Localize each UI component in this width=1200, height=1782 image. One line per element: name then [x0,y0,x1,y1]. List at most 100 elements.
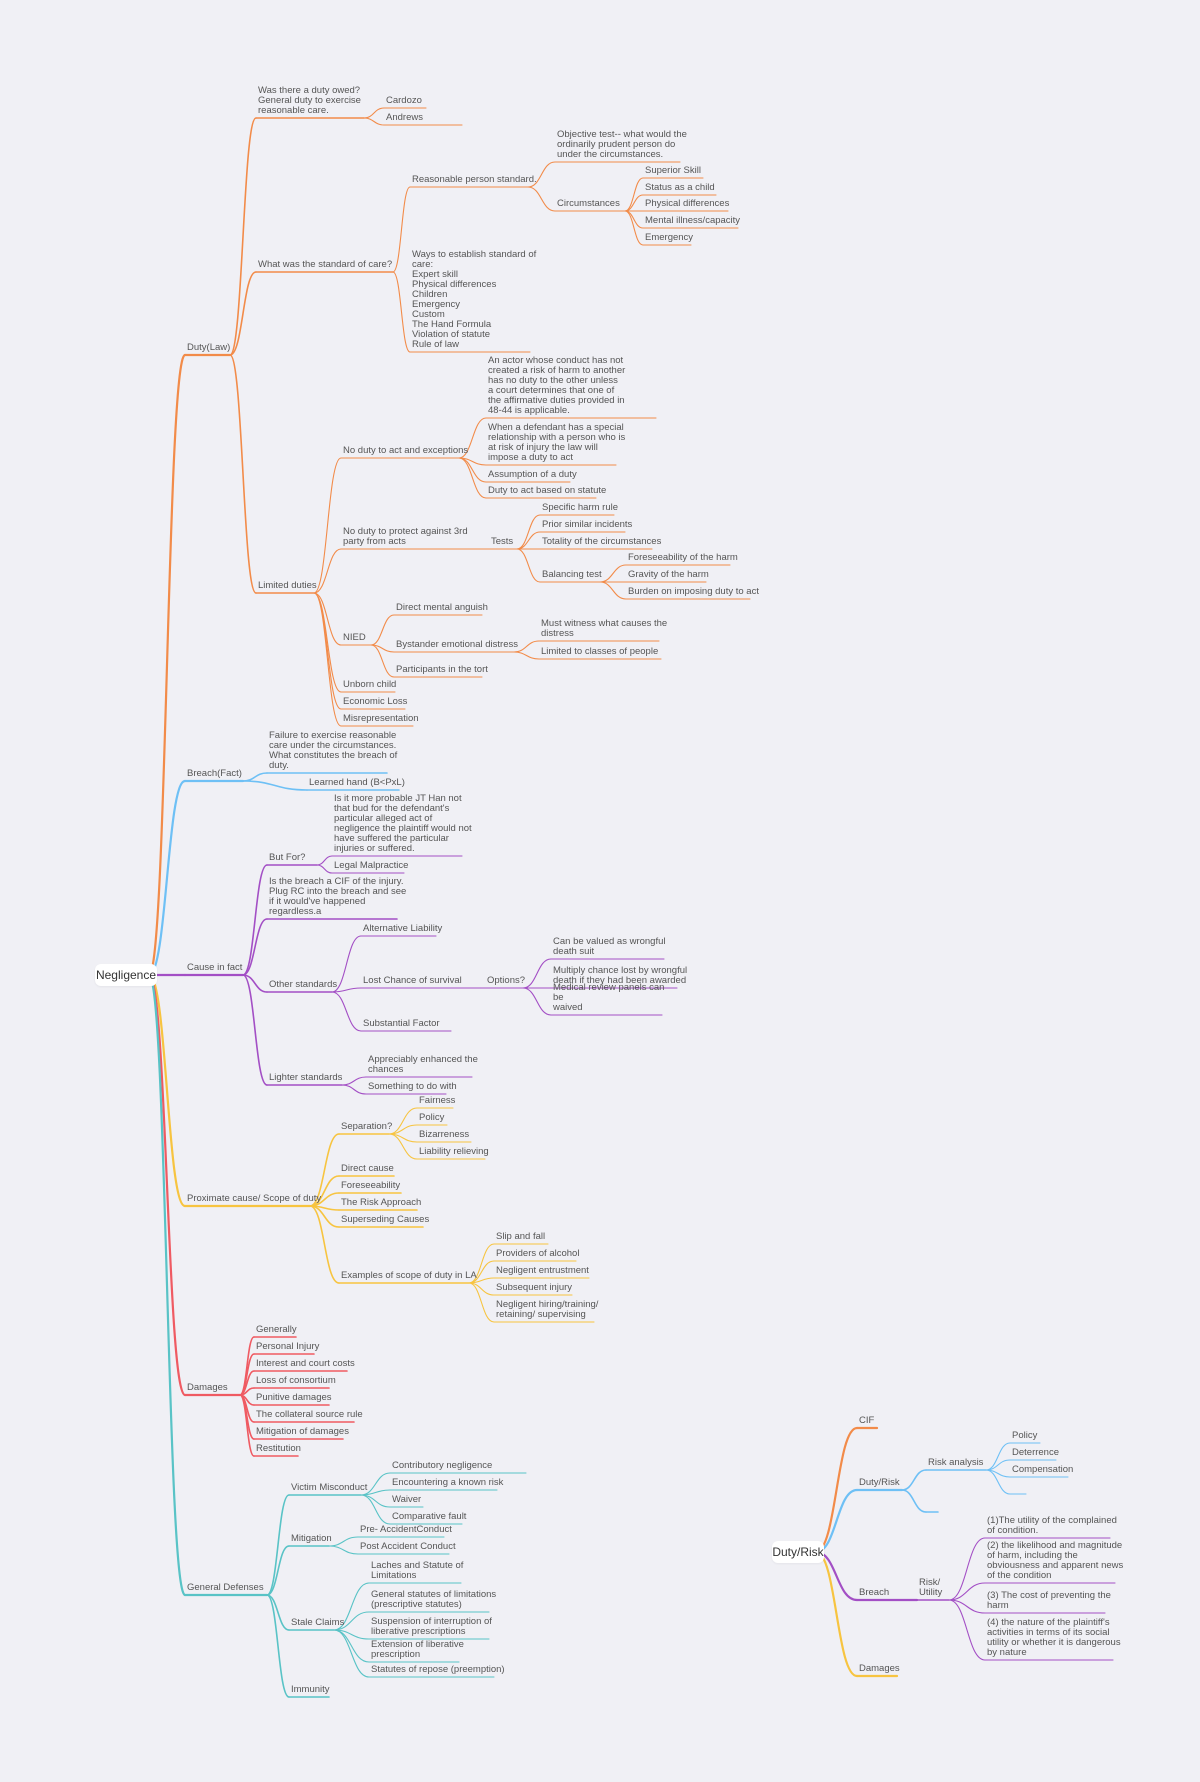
node-comparative-fault[interactable]: Comparative fault [392,1511,467,1522]
node-cif[interactable]: CIF [859,1415,875,1426]
node-general-defenses[interactable]: General Defenses [187,1582,264,1593]
node-an-actor-whose-conduct-has-not-created-a[interactable]: An actor whose conduct has not created a… [488,355,626,416]
node-mitigation-of-damages[interactable]: Mitigation of damages [256,1426,349,1437]
node-extension-of-liberative-prescription[interactable]: Extension of liberative prescription [371,1639,464,1660]
node-legal-malpractice[interactable]: Legal Malpractice [334,860,409,871]
node-assumption-of-a-duty[interactable]: Assumption of a duty [488,469,577,480]
node-waiver[interactable]: Waiver [392,1494,422,1505]
node-victim-misconduct[interactable]: Victim Misconduct [291,1482,368,1493]
node-mitigation[interactable]: Mitigation [291,1533,332,1544]
node-3-the-cost-of-preventing-the-harm[interactable]: (3) The cost of preventing the harm [987,1590,1111,1611]
node-liability-relieving[interactable]: Liability relieving [419,1146,489,1157]
node-no-duty-to-act-and-exceptions[interactable]: No duty to act and exceptions [343,445,469,456]
node-andrews[interactable]: Andrews [386,112,423,123]
node-foreseeability[interactable]: Foreseeability [341,1180,401,1191]
node-negligent-hiring-training-retaining-supe[interactable]: Negligent hiring/training/ retaining/ su… [496,1299,599,1320]
node-direct-mental-anguish[interactable]: Direct mental anguish [396,602,488,613]
node-contributory-negligence[interactable]: Contributory negligence [392,1460,493,1471]
node-can-be-valued-as-wrongful-death-suit[interactable]: Can be valued as wrongful death suit [553,936,666,957]
node-limited-duties[interactable]: Limited duties [258,580,317,591]
node-gravity-of-the-harm[interactable]: Gravity of the harm [628,569,709,580]
root-node-negligence[interactable]: Negligence [95,964,157,986]
node-objective-test-what-would-the-ordinarily[interactable]: Objective test-- what would the ordinari… [557,129,687,160]
node-4-the-nature-of-the-plaintiff-s-activiti[interactable]: (4) the nature of the plaintiff's activi… [987,1617,1121,1658]
node-foreseeability-of-the-harm[interactable]: Foreseeability of the harm [628,552,738,563]
node-encountering-a-known-risk[interactable]: Encountering a known risk [392,1477,504,1488]
node-duty-risk[interactable]: Duty/Risk [859,1477,900,1488]
node-reasonable-person-standard[interactable]: Reasonable person standard. [412,174,537,185]
node-1-the-utility-of-the-complained-of-condi[interactable]: (1)The utility of the complained of cond… [987,1515,1117,1536]
node-bystander-emotional-distress[interactable]: Bystander emotional distress [396,639,518,650]
node-something-to-do-with[interactable]: Something to do with [368,1081,457,1092]
node-interest-and-court-costs[interactable]: Interest and court costs [256,1358,355,1369]
node-duty-to-act-based-on-statute[interactable]: Duty to act based on statute [488,485,607,496]
node-substantial-factor[interactable]: Substantial Factor [363,1018,440,1029]
node-policy[interactable]: Policy [419,1112,445,1123]
node-the-collateral-source-rule[interactable]: The collateral source rule [256,1409,363,1420]
node-deterrence[interactable]: Deterrence [1012,1447,1059,1458]
node-appreciably-enhanced-the-chances[interactable]: Appreciably enhanced the chances [368,1054,478,1075]
node-multiply-chance-lost-by-wrongful-death-i[interactable]: Multiply chance lost by wrongful death i… [553,965,688,986]
node-medical-review-panels-can-be-waived[interactable]: Medical review panels can be waived [553,982,665,1013]
node-immunity[interactable]: Immunity [291,1684,330,1695]
node-is-it-more-probable-jt-han-not-that-bud-[interactable]: Is it more probable JT Han not that bud … [334,793,472,854]
node-compensation[interactable]: Compensation [1012,1464,1074,1475]
node-subsequent-injury[interactable]: Subsequent injury [496,1282,573,1293]
node-misrepresentation[interactable]: Misrepresentation [343,713,419,724]
node-economic-loss[interactable]: Economic Loss [343,696,408,707]
node-laches-and-statute-of-limitations[interactable]: Laches and Statute of Limitations [371,1560,464,1581]
node-damages[interactable]: Damages [187,1382,228,1393]
node-stale-claims[interactable]: Stale Claims [291,1617,345,1628]
node-mental-illness-capacity[interactable]: Mental illness/capacity [645,215,741,226]
node-slip-and-fall[interactable]: Slip and fall [496,1231,546,1242]
node-suspension-of-interruption-of-liberative[interactable]: Suspension of interruption of liberative… [371,1616,492,1637]
node-examples-of-scope-of-duty-in-la[interactable]: Examples of scope of duty in LA [341,1270,477,1281]
node-policy[interactable]: Policy [1012,1430,1038,1441]
node-learned-hand-b-pxl[interactable]: Learned hand (B<PxL) [309,777,405,788]
node-no-duty-to-protect-against-3rd-party-fro[interactable]: No duty to protect against 3rd party fro… [343,526,468,547]
node-what-was-the-standard-of-care[interactable]: What was the standard of care? [258,259,393,270]
node-specific-harm-rule[interactable]: Specific harm rule [542,502,619,513]
node-risk-analysis[interactable]: Risk analysis [928,1457,984,1468]
node-breach[interactable]: Breach [859,1587,890,1598]
node-is-the-breach-a-cif-of-the-injury-plug-r[interactable]: Is the breach a CIF of the injury. Plug … [269,876,407,917]
node-cardozo[interactable]: Cardozo [386,95,422,106]
node-proximate-cause-scope-of-duty[interactable]: Proximate cause/ Scope of duty [187,1193,322,1204]
node-risk-utility[interactable]: Risk/ Utility [919,1577,943,1598]
node-lighter-standards[interactable]: Lighter standards [269,1072,343,1083]
node-burden-on-imposing-duty-to-act[interactable]: Burden on imposing duty to act [628,586,759,597]
node-emergency[interactable]: Emergency [645,232,694,243]
node-balancing-test[interactable]: Balancing test [542,569,602,580]
node-options[interactable]: Options? [487,975,526,986]
node-2-the-likelihood-and-magnitude-of-harm-i[interactable]: (2) the likelihood and magnitude of harm… [987,1540,1124,1581]
node-ways-to-establish-standard-of-care-exper[interactable]: Ways to establish standard of care: Expe… [412,249,537,350]
node-other-standards[interactable]: Other standards [269,979,338,990]
node-the-risk-approach[interactable]: The Risk Approach [341,1197,422,1208]
node-nied[interactable]: NIED [343,632,366,643]
node-cause-in-fact[interactable]: Cause in fact [187,962,243,973]
node-personal-injury[interactable]: Personal Injury [256,1341,320,1352]
node-punitive-damages[interactable]: Punitive damages [256,1392,332,1403]
root-node-duty-risk[interactable]: Duty/Risk [772,1541,824,1563]
node-failure-to-exercise-reasonable-care-unde[interactable]: Failure to exercise reasonable care unde… [269,730,398,771]
node-separation[interactable]: Separation? [341,1121,393,1132]
node-direct-cause[interactable]: Direct cause [341,1163,394,1174]
node-duty-law[interactable]: Duty(Law) [187,342,231,353]
node-totality-of-the-circumstances[interactable]: Totality of the circumstances [542,536,662,547]
node-participants-in-the-tort[interactable]: Participants in the tort [396,664,488,675]
node-was-there-a-duty-owed-general-duty-to-ex[interactable]: Was there a duty owed? General duty to e… [258,85,361,116]
node-but-for[interactable]: But For? [269,852,306,863]
node-negligent-entrustment[interactable]: Negligent entrustment [496,1265,589,1276]
node-bizarreness[interactable]: Bizarreness [419,1129,470,1140]
node-post-accident-conduct[interactable]: Post Accident Conduct [360,1541,456,1552]
node-alternative-liability[interactable]: Alternative Liability [363,923,443,934]
node-superseding-causes[interactable]: Superseding Causes [341,1214,430,1225]
node-must-witness-what-causes-the-distress[interactable]: Must witness what causes the distress [541,618,668,639]
node-lost-chance-of-survival[interactable]: Lost Chance of survival [363,975,462,986]
node-limited-to-classes-of-people[interactable]: Limited to classes of people [541,646,659,657]
node-loss-of-consortium[interactable]: Loss of consortium [256,1375,336,1386]
node-tests[interactable]: Tests [491,536,514,547]
node-fairness[interactable]: Fairness [419,1095,456,1106]
node-general-statutes-of-limitations-prescrip[interactable]: General statutes of limitations (prescri… [371,1589,497,1610]
node-pre-accidentconduct[interactable]: Pre- AccidentConduct [360,1524,452,1535]
